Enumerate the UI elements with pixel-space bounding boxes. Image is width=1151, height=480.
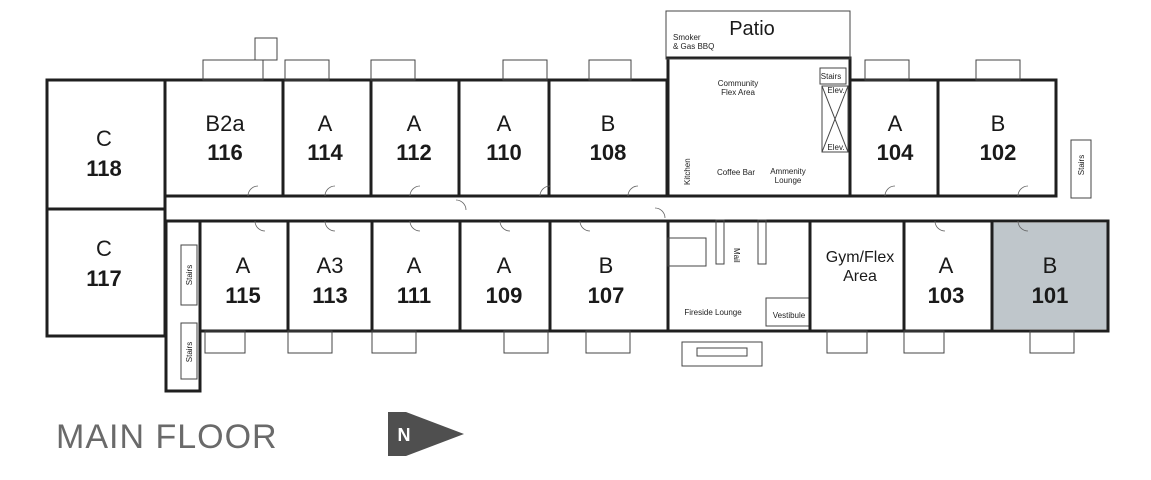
unit-108[interactable]: B 108 — [590, 111, 627, 165]
unit-number-label: 102 — [980, 140, 1017, 165]
floor-title: MAIN FLOOR — [56, 418, 278, 456]
unit-104[interactable]: A 104 — [877, 111, 914, 165]
unit-number-label: 101 — [1032, 283, 1069, 308]
unit-102[interactable]: B 102 — [980, 111, 1017, 165]
unit-type-label: B — [599, 253, 614, 278]
unit-109[interactable]: A 109 — [486, 253, 523, 308]
patio-label: Patio — [729, 18, 775, 40]
unit-type-label: B — [1043, 253, 1058, 278]
unit-number-label: 107 — [588, 283, 625, 308]
stairs-label: Stairs — [821, 72, 841, 81]
fireside-lounge-label: Fireside Lounge — [684, 308, 742, 317]
unit-type-label: A — [318, 111, 333, 136]
unit-number-label: 117 — [86, 266, 122, 291]
unit-type-label: A — [888, 111, 903, 136]
unit-114[interactable]: A 114 — [307, 111, 343, 165]
flex-area-label: Flex Area — [721, 88, 755, 97]
gym-area-label: Area — [843, 268, 877, 285]
unit-101[interactable]: B 101 — [1032, 253, 1069, 308]
coffee-bar-label: Coffee Bar — [717, 168, 755, 177]
unit-number-label: 108 — [590, 140, 627, 165]
building-walls — [45, 10, 1110, 393]
stairs-label: Stairs — [1077, 155, 1086, 175]
unit-number-label: 104 — [877, 140, 914, 165]
elevator-label: Elev. — [827, 86, 844, 95]
unit-type-label: A — [939, 253, 954, 278]
unit-type-label: B — [601, 111, 616, 136]
unit-type-label: B2a — [205, 111, 245, 136]
unit-116[interactable]: B2a 116 — [205, 111, 245, 165]
unit-115[interactable]: A 115 — [225, 253, 261, 308]
kitchen-label: Kitchen — [683, 158, 692, 185]
unit-number-label: 111 — [397, 283, 431, 308]
unit-113[interactable]: A3 113 — [312, 253, 348, 308]
gas-bbq-label: & Gas BBQ — [673, 42, 714, 51]
unit-number-label: 112 — [396, 140, 432, 165]
unit-number-label: 114 — [307, 140, 343, 165]
unit-type-label: A — [236, 253, 251, 278]
unit-111[interactable]: A 111 — [397, 253, 431, 308]
doors — [247, 185, 1029, 232]
balconies — [202, 37, 1075, 367]
unit-number-label: 110 — [486, 140, 522, 165]
elevator-label: Elev. — [827, 143, 844, 152]
stairs-label: Stairs — [185, 342, 194, 362]
unit-118[interactable]: C 118 — [86, 126, 122, 181]
unit-number-label: 103 — [928, 283, 965, 308]
unit-type-label: C — [96, 236, 112, 261]
unit-107[interactable]: B 107 — [588, 253, 625, 308]
unit-112[interactable]: A 112 — [396, 111, 432, 165]
unit-number-label: 118 — [86, 156, 122, 181]
community-label: Community — [718, 79, 758, 88]
unit-117[interactable]: C 117 — [86, 236, 122, 291]
unit-type-label: A — [497, 253, 512, 278]
mail-label: Mail — [732, 248, 741, 263]
unit-type-label: A — [407, 111, 422, 136]
unit-110[interactable]: A 110 — [486, 111, 522, 165]
lounge-label: Lounge — [775, 176, 802, 185]
unit-number-label: 115 — [225, 283, 261, 308]
unit-type-label: C — [96, 126, 112, 151]
gym-label: Gym/Flex — [826, 249, 894, 266]
smoker-label: Smoker — [673, 33, 701, 42]
unit-number-label: 116 — [207, 140, 243, 165]
unit-number-label: 113 — [312, 283, 348, 308]
stairs-label: Stairs — [185, 265, 194, 285]
unit-type-label: A — [497, 111, 512, 136]
amenity-labels: Patio Smoker & Gas BBQ Community Flex Ar… — [185, 18, 1086, 362]
north-arrow-icon: N — [388, 412, 464, 456]
unit-number-label: 109 — [486, 283, 523, 308]
unit-103[interactable]: A 103 — [928, 253, 965, 308]
unit-type-label: B — [991, 111, 1006, 136]
amenity-lounge-label: Ammenity — [770, 167, 806, 176]
vestibule-label: Vestibule — [773, 311, 806, 320]
north-label: N — [398, 425, 411, 445]
unit-type-label: A3 — [317, 253, 344, 278]
unit-type-label: A — [407, 253, 422, 278]
